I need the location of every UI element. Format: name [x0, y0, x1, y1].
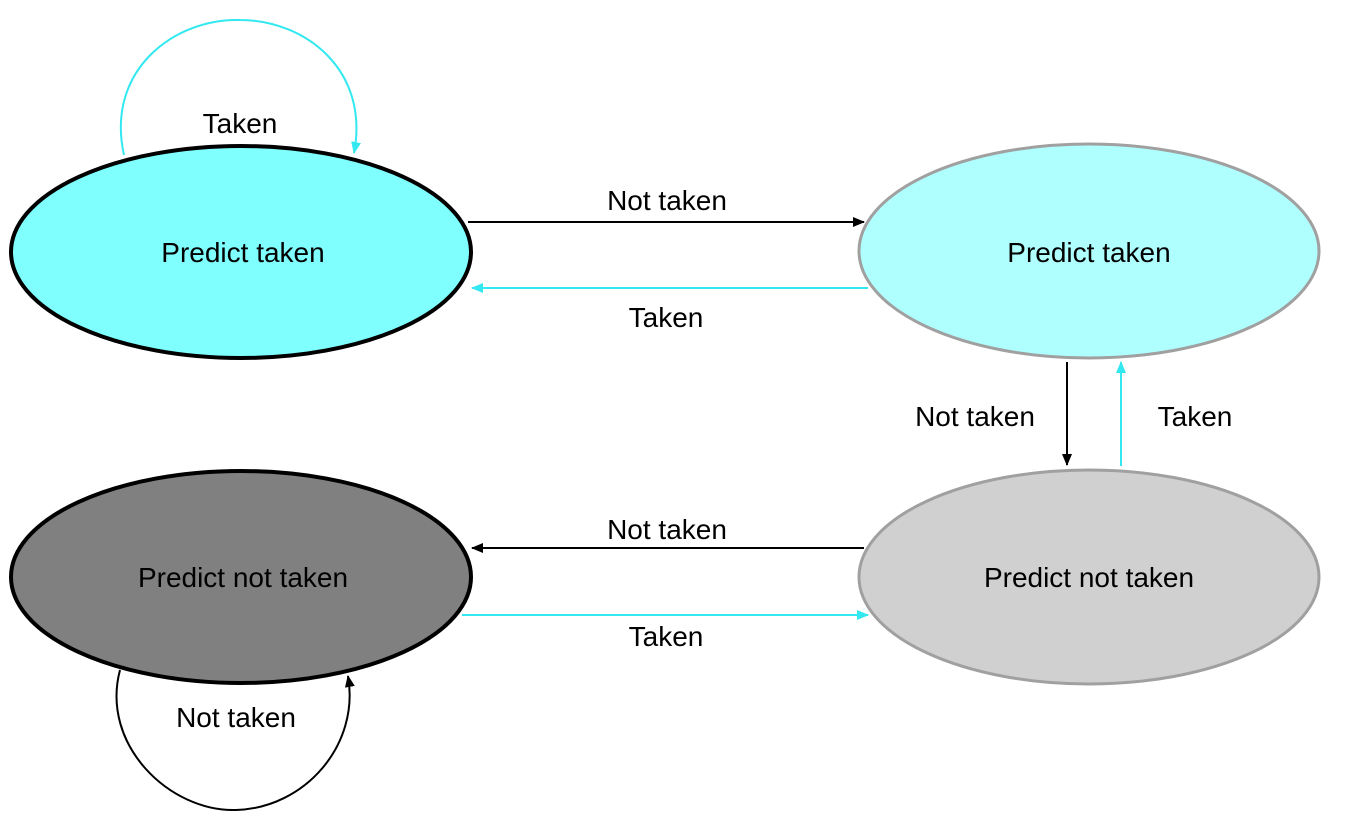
- state-weak-taken: Predict taken: [857, 142, 1321, 360]
- edge-label-strong-not-taken-to-weak-not-taken: Taken: [629, 621, 704, 652]
- edge-label-weak-not-taken-to-weak-taken: Taken: [1158, 401, 1233, 432]
- edge-label-weak-taken-to-weak-not-taken: Not taken: [915, 401, 1035, 432]
- edge-label-weak-not-taken-to-strong-not-taken: Not taken: [607, 514, 727, 545]
- edge-label-strong-not-taken-self: Not taken: [176, 702, 296, 733]
- edge-label-strong-taken-to-weak-taken: Not taken: [607, 185, 727, 216]
- edge-strong-taken-self-loop: [119, 18, 361, 156]
- state-strong-taken: Predict taken: [9, 144, 473, 360]
- edge-label-strong-taken-self: Taken: [203, 108, 278, 139]
- state-label-weak-not-taken: Predict not taken: [984, 562, 1194, 593]
- state-label-strong-not-taken: Predict not taken: [138, 562, 348, 593]
- state-strong-not-taken: Predict not taken: [9, 469, 473, 685]
- state-label-weak-taken: Predict taken: [1007, 237, 1170, 268]
- state-weak-not-taken: Predict not taken: [857, 468, 1321, 686]
- state-label-strong-taken: Predict taken: [161, 237, 324, 268]
- edge-label-weak-taken-to-strong-taken: Taken: [629, 302, 704, 333]
- edge-strong-not-taken-self-loop: [115, 669, 355, 812]
